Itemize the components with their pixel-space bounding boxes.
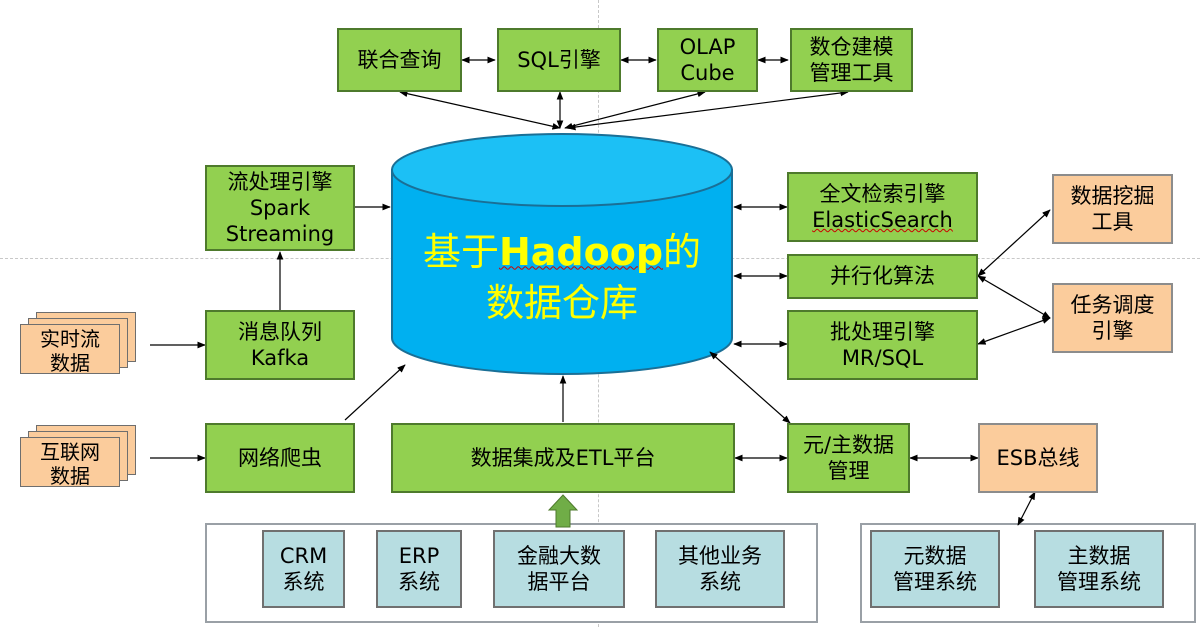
scheduler-line2: 引擎 [1091, 319, 1134, 343]
esb-label: ESB总线 [996, 445, 1080, 470]
crawler-label: 网络爬虫 [238, 445, 322, 470]
metadata-management-box: 元/主数据 管理 [787, 423, 910, 493]
olap-line1: OLAP [679, 34, 736, 59]
meta-sys-line1: 元数据 [903, 543, 967, 568]
master-sys-line1: 主数据 [1067, 543, 1131, 568]
arrow-batch-scheduler [977, 317, 1051, 345]
feed-arrow-up [547, 494, 579, 528]
arrow-parallel-mining [977, 209, 1051, 277]
stream-line2: Spark [249, 195, 311, 220]
arrow-crawler-warehouse [344, 364, 406, 421]
realtime-line2: 数据 [50, 351, 90, 375]
internet-line2: 数据 [50, 464, 90, 488]
metadata-line2: 管理 [827, 459, 870, 483]
arrow-query-warehouse [399, 90, 561, 130]
stream-engine-box: 流处理引擎 Spark Streaming [205, 165, 355, 251]
search-line1: 全文检索引擎 [819, 181, 946, 206]
parallel-label: 并行化算法 [830, 264, 935, 289]
internet-data-docs: 互联网 数据 [20, 425, 138, 488]
arrow-warehouse-metadata [709, 351, 791, 424]
arrow-olap-warehouse [564, 90, 706, 130]
message-queue-box: 消息队列 Kafka [205, 310, 355, 380]
crm-line2: 系统 [282, 570, 325, 594]
data-mining-box: 数据挖掘 工具 [1052, 174, 1173, 244]
stream-line3: Streaming [225, 222, 335, 247]
fulltext-search-box: 全文检索引擎 ElasticSearch [787, 172, 978, 242]
other-line1: 其他业务 [678, 543, 762, 568]
crm-system-box: CRM 系统 [262, 530, 345, 608]
erp-line2: 系统 [398, 570, 440, 594]
dw-modeling-line1: 数仓建模 [809, 34, 894, 59]
arrow-modeling-warehouse [567, 89, 849, 131]
olap-cube-box: OLAP Cube [657, 28, 758, 92]
task-scheduler-box: 任务调度 引擎 [1052, 283, 1173, 353]
web-crawler-box: 网络爬虫 [205, 423, 355, 493]
esb-bus-box: ESB总线 [978, 423, 1098, 493]
mining-line1: 数据挖掘 [1070, 183, 1155, 208]
batch-engine-box: 批处理引擎 MR/SQL [787, 310, 978, 380]
mq-line2: Kafka [250, 346, 310, 370]
olap-line2: Cube [680, 61, 735, 85]
arrow-esb-systems [1017, 491, 1036, 526]
master-sys-line2: 管理系统 [1057, 570, 1141, 594]
scheduler-line1: 任务调度 [1070, 292, 1155, 317]
mq-line1: 消息队列 [238, 319, 322, 344]
meta-sys-line2: 管理系统 [893, 570, 977, 594]
erp-line1: ERP [398, 543, 440, 568]
erp-system-box: ERP 系统 [376, 530, 462, 608]
other-line2: 系统 [699, 570, 741, 594]
internet-line1: 互联网 [40, 440, 100, 464]
dw-modeling-line2: 管理工具 [809, 61, 894, 85]
sql-engine-label: SQL引擎 [517, 47, 601, 72]
metadata-line1: 元/主数据 [802, 432, 895, 457]
arrow-parallel-scheduler [977, 275, 1051, 319]
finance-platform-box: 金融大数 据平台 [493, 530, 625, 608]
finance-line2: 据平台 [527, 570, 591, 594]
stream-line1: 流处理引擎 [227, 169, 333, 194]
search-line2: ElasticSearch [812, 208, 953, 232]
realtime-line1: 实时流 [40, 327, 100, 351]
other-business-box: 其他业务 系统 [655, 530, 785, 608]
etl-platform-box: 数据集成及ETL平台 [391, 423, 735, 493]
federated-query-box: 联合查询 [337, 28, 462, 92]
federated-query-label: 联合查询 [357, 47, 442, 72]
data-warehouse-cylinder [391, 133, 733, 375]
finance-line1: 金融大数 [517, 543, 601, 568]
batch-line2: MR/SQL [841, 346, 924, 370]
batch-line1: 批处理引擎 [830, 319, 935, 344]
realtime-stream-docs: 实时流 数据 [20, 312, 138, 375]
sql-engine-box: SQL引擎 [497, 28, 621, 92]
mining-line2: 工具 [1091, 210, 1134, 234]
crm-line1: CRM [279, 543, 328, 568]
metadata-system-box: 元数据 管理系统 [870, 530, 1000, 608]
dw-modeling-box: 数仓建模 管理工具 [790, 28, 913, 92]
master-data-system-box: 主数据 管理系统 [1034, 530, 1164, 608]
parallel-algorithm-box: 并行化算法 [787, 254, 978, 299]
etl-label: 数据集成及ETL平台 [470, 445, 656, 470]
